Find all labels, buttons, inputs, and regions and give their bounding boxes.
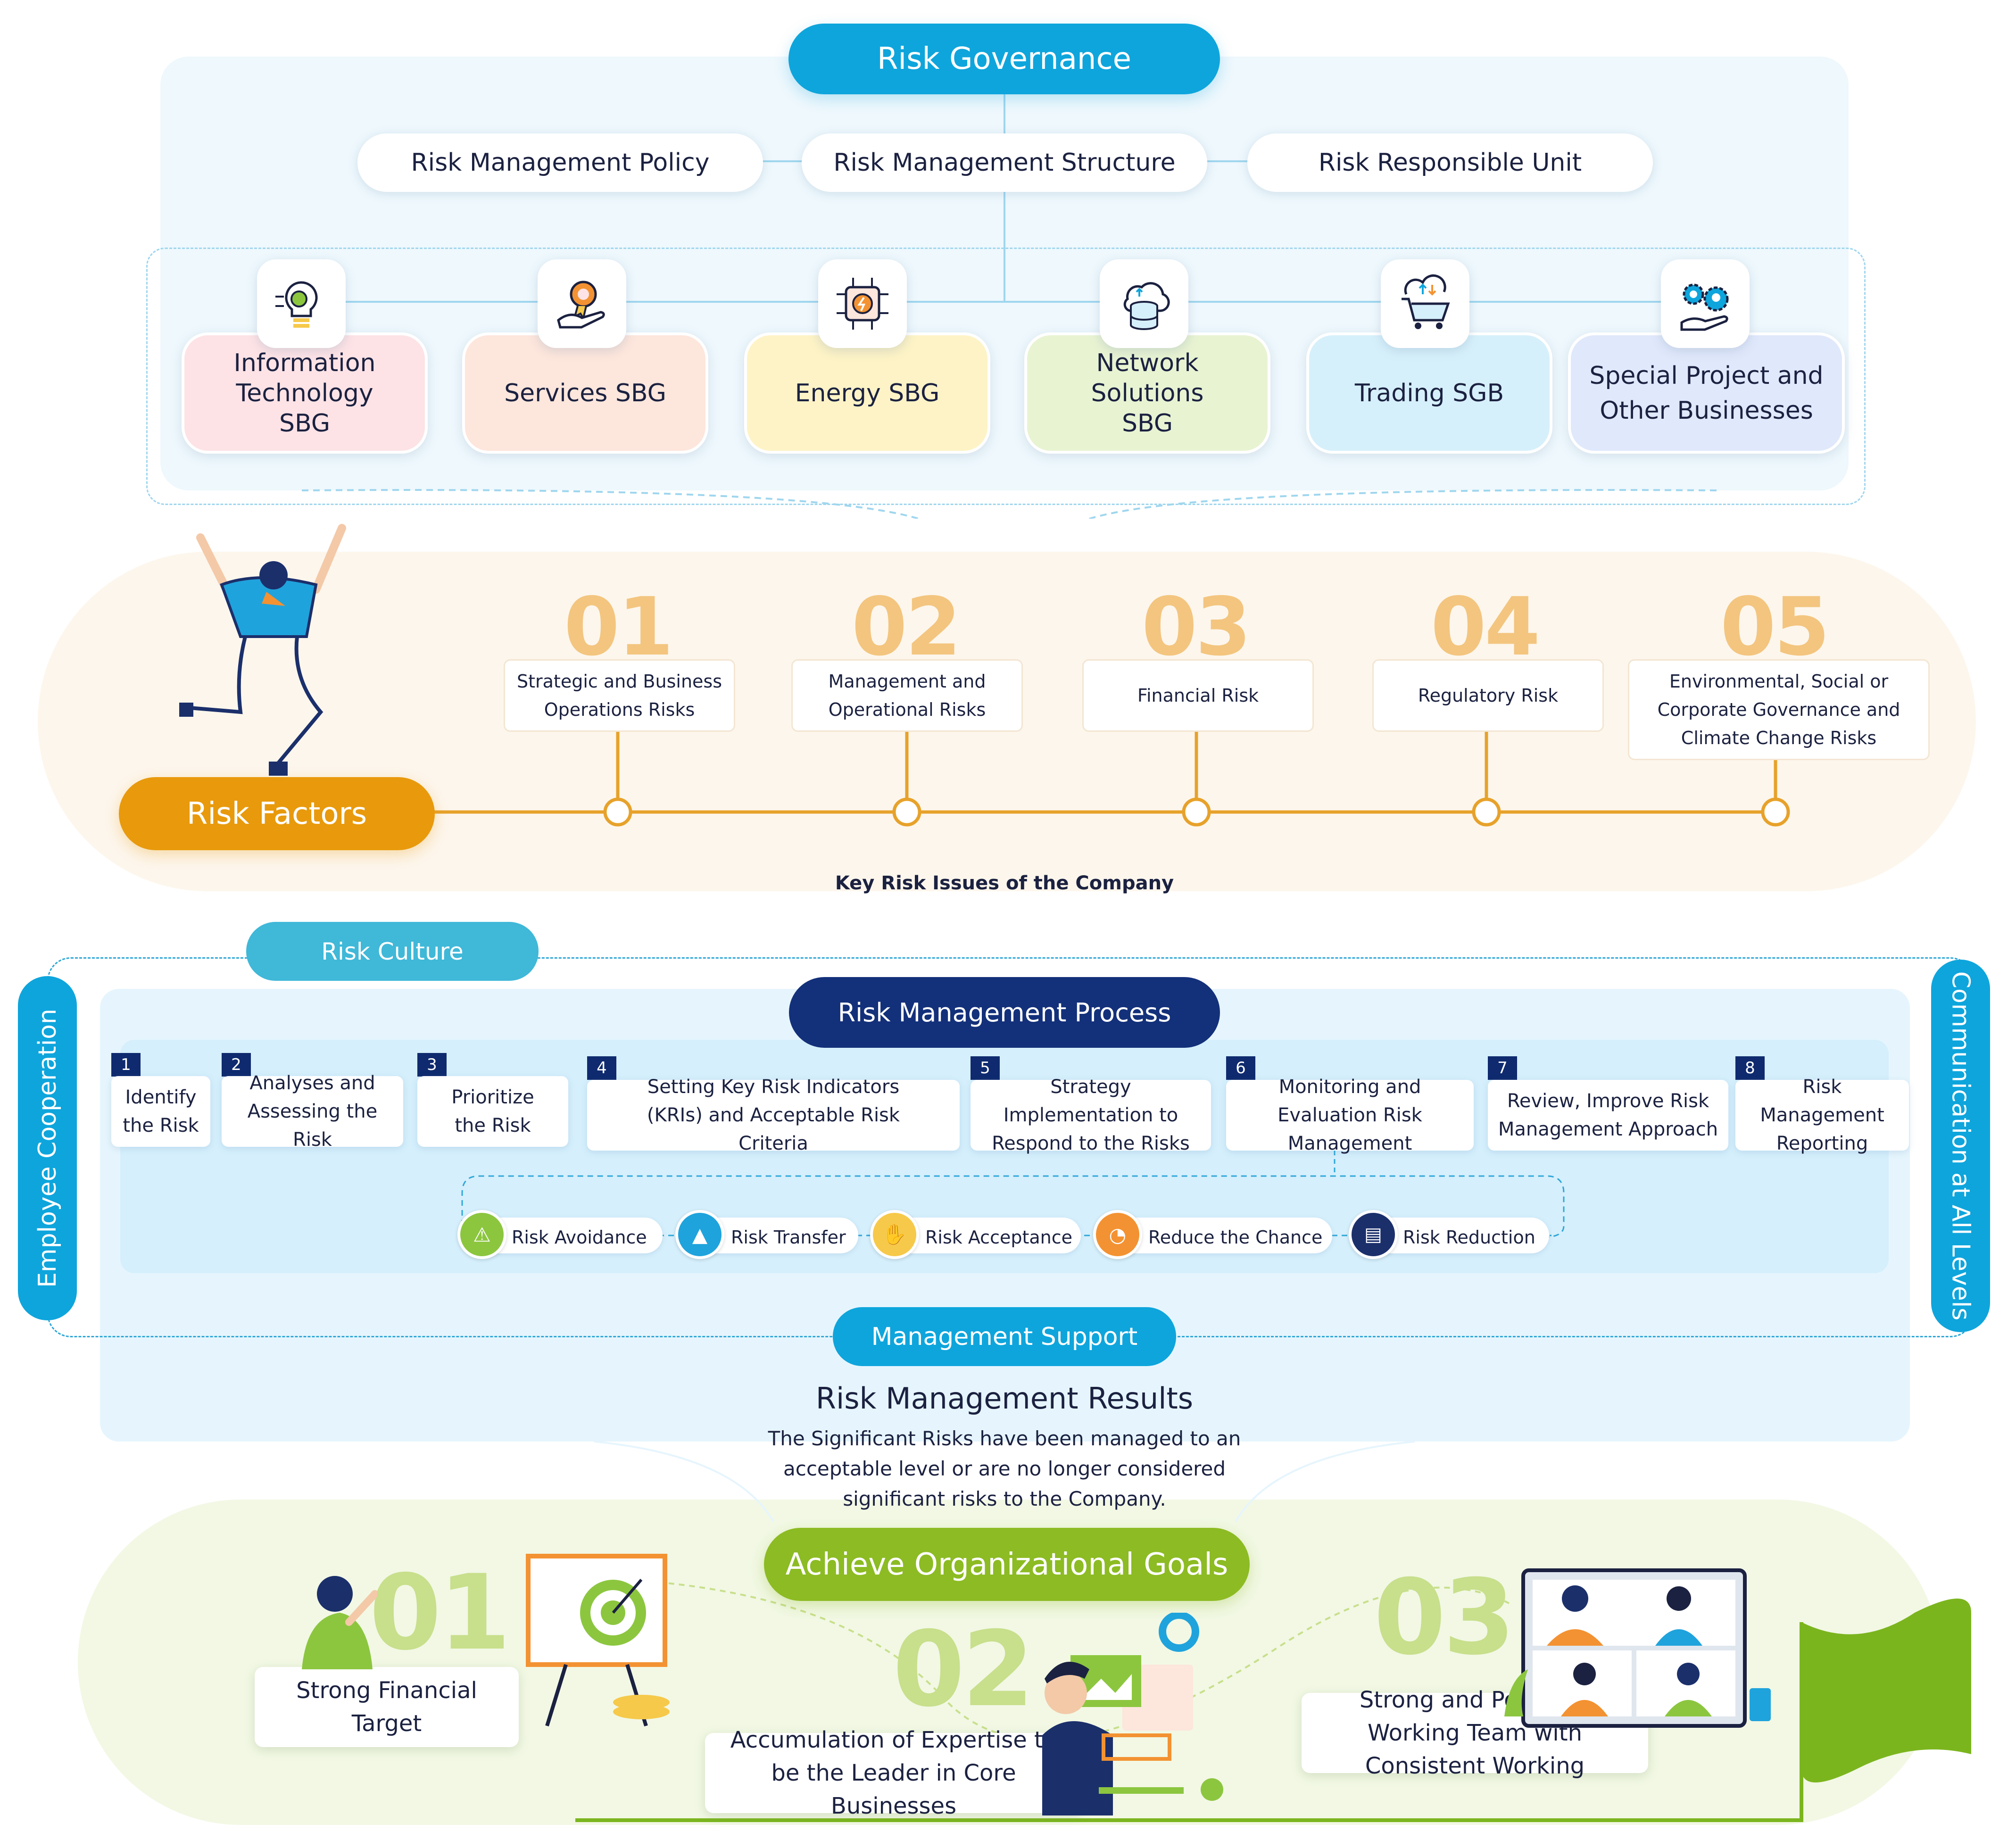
risk-factor-number: 03 bbox=[1141, 580, 1252, 674]
risk-governance-title: Risk Governance bbox=[788, 24, 1220, 94]
risk-factor-label: Financial Risk bbox=[1137, 685, 1259, 706]
goal-label: Strong Financial Target bbox=[296, 1677, 477, 1737]
warning-house-icon: ⚠ bbox=[457, 1210, 506, 1259]
goal-box: Strong Financial Target bbox=[255, 1667, 519, 1747]
step-label: Analyses and Assessing the Risk bbox=[247, 1072, 378, 1151]
gauge-icon: ◔ bbox=[1093, 1210, 1142, 1259]
target-board-illustration bbox=[526, 1554, 670, 1727]
treatment-label: Risk Reduction bbox=[1403, 1227, 1535, 1248]
step-box: Identify the Risk bbox=[111, 1076, 210, 1147]
hand-award-icon bbox=[538, 259, 626, 348]
risk-factor-box: Financial Risk bbox=[1082, 659, 1314, 732]
communication-label: Communication at All Levels bbox=[1931, 960, 1990, 1332]
unit-label: Network Solutions SBG bbox=[1091, 348, 1204, 438]
risk-culture-label: Risk Culture bbox=[246, 922, 539, 981]
energy-chip-icon bbox=[818, 259, 907, 348]
step-label: Setting Key Risk Indicators (KRIs) and A… bbox=[647, 1076, 900, 1154]
lightbulb-gear-icon bbox=[257, 259, 346, 348]
step-label: Strategy Implementation to Respond to th… bbox=[992, 1076, 1190, 1154]
management-support-label: Management Support bbox=[833, 1307, 1176, 1366]
unit-label: Services SBG bbox=[504, 379, 666, 407]
risk-management-results-title: Risk Management Results bbox=[815, 1381, 1194, 1416]
step-box: Review, Improve Risk Management Approach bbox=[1488, 1080, 1728, 1151]
step-label: Monitoring and Evaluation Risk Managemen… bbox=[1278, 1076, 1422, 1154]
risk-factor-label: Environmental, Social or Corporate Gover… bbox=[1657, 671, 1900, 748]
step-label: Review, Improve Risk Management Approach bbox=[1498, 1090, 1718, 1140]
step-box: Strategy Implementation to Respond to th… bbox=[971, 1076, 1211, 1154]
risk-factors-title: Risk Factors bbox=[119, 777, 435, 850]
step-box: Setting Key Risk Indicators (KRIs) and A… bbox=[587, 1076, 960, 1154]
step-number: 7 bbox=[1488, 1056, 1517, 1080]
handshake-icon: ✋ bbox=[870, 1210, 919, 1259]
goal-number: 01 bbox=[369, 1552, 511, 1673]
risk-management-process-title: Risk Management Process bbox=[789, 977, 1220, 1048]
step-box: Prioritize the Risk bbox=[417, 1076, 568, 1147]
cloud-database-icon bbox=[1100, 259, 1188, 348]
step-label: Risk Management Reporting bbox=[1760, 1076, 1884, 1154]
unit-label: Trading SGB bbox=[1354, 379, 1504, 407]
risk-factor-label: Management and Operational Risks bbox=[828, 671, 986, 720]
step-box: Risk Management Reporting bbox=[1735, 1076, 1909, 1154]
jumping-person-illustration bbox=[179, 524, 346, 776]
gears-hand-icon bbox=[1661, 259, 1750, 348]
goal-number: 02 bbox=[892, 1609, 1034, 1730]
unit-network-solutions: Network Solutions SBG bbox=[1024, 332, 1270, 454]
risk-management-policy: Risk Management Policy bbox=[357, 133, 763, 192]
risk-responsible-unit: Risk Responsible Unit bbox=[1247, 133, 1653, 192]
step-number: 5 bbox=[971, 1056, 1000, 1080]
treatment-label: Risk Avoidance bbox=[512, 1227, 647, 1248]
risk-management-structure: Risk Management Structure bbox=[802, 133, 1207, 192]
step-number: 8 bbox=[1735, 1056, 1765, 1080]
risk-factor-box: Environmental, Social or Corporate Gover… bbox=[1628, 659, 1930, 760]
unit-label: Special Project and Other Businesses bbox=[1589, 361, 1824, 425]
results-funnel-shape bbox=[594, 1441, 1415, 1522]
risk-factor-box: Management and Operational Risks bbox=[791, 659, 1023, 732]
cart-icon bbox=[1381, 259, 1469, 348]
risk-factor-number: 01 bbox=[564, 580, 674, 674]
unit-label: Energy SBG bbox=[795, 379, 940, 407]
man-with-charts-illustration bbox=[1042, 1613, 1223, 1815]
treatment-label: Risk Acceptance bbox=[925, 1227, 1072, 1248]
step-label: Identify the Risk bbox=[123, 1086, 199, 1136]
goal-box: Accumulation of Expertise to be the Lead… bbox=[705, 1727, 1082, 1819]
risk-factor-label: Regulatory Risk bbox=[1418, 685, 1559, 706]
step-box: Analyses and Assessing the Risk bbox=[222, 1072, 403, 1151]
risk-factor-box: Regulatory Risk bbox=[1372, 659, 1604, 732]
warning-triangle-icon: ▲ bbox=[675, 1210, 724, 1259]
treatment-label: Reduce the Chance bbox=[1148, 1227, 1323, 1248]
risk-factor-number: 04 bbox=[1430, 580, 1541, 674]
unit-label: Information Technology SBG bbox=[233, 348, 376, 438]
woman-pointing-illustration bbox=[302, 1576, 377, 1669]
key-risk-issues-caption: Key Risk Issues of the Company bbox=[835, 872, 1174, 894]
document-search-icon: ▤ bbox=[1349, 1210, 1398, 1259]
risk-factors-timeline bbox=[424, 729, 1790, 827]
risk-factor-number: 05 bbox=[1720, 580, 1830, 674]
step-box: Monitoring and Evaluation Risk Managemen… bbox=[1226, 1076, 1474, 1154]
step-number: 6 bbox=[1226, 1056, 1255, 1080]
treatment-label: Risk Transfer bbox=[731, 1227, 846, 1248]
risk-factor-box: Strategic and Business Operations Risks bbox=[504, 659, 735, 732]
risk-factor-label: Strategic and Business Operations Risks bbox=[517, 671, 722, 720]
risk-management-results-text: The Significant Risks have been managed … bbox=[768, 1427, 1241, 1510]
goal-label: Accumulation of Expertise to be the Lead… bbox=[730, 1727, 1057, 1819]
risk-factor-number: 02 bbox=[851, 580, 962, 674]
unit-special-project: Special Project and Other Businesses bbox=[1568, 332, 1845, 454]
employee-cooperation-label: Employee Cooperation bbox=[18, 976, 77, 1320]
step-number: 3 bbox=[417, 1053, 447, 1077]
step-number: 1 bbox=[111, 1053, 141, 1077]
step-number: 2 bbox=[222, 1053, 251, 1077]
step-number: 4 bbox=[587, 1056, 616, 1080]
step-label: Prioritize the Risk bbox=[451, 1086, 534, 1136]
video-meeting-illustration bbox=[1504, 1568, 1771, 1728]
units-dashed-frame bbox=[146, 248, 1866, 505]
goal-number: 03 bbox=[1373, 1557, 1515, 1678]
achieve-goals-title: Achieve Organizational Goals bbox=[764, 1528, 1250, 1601]
